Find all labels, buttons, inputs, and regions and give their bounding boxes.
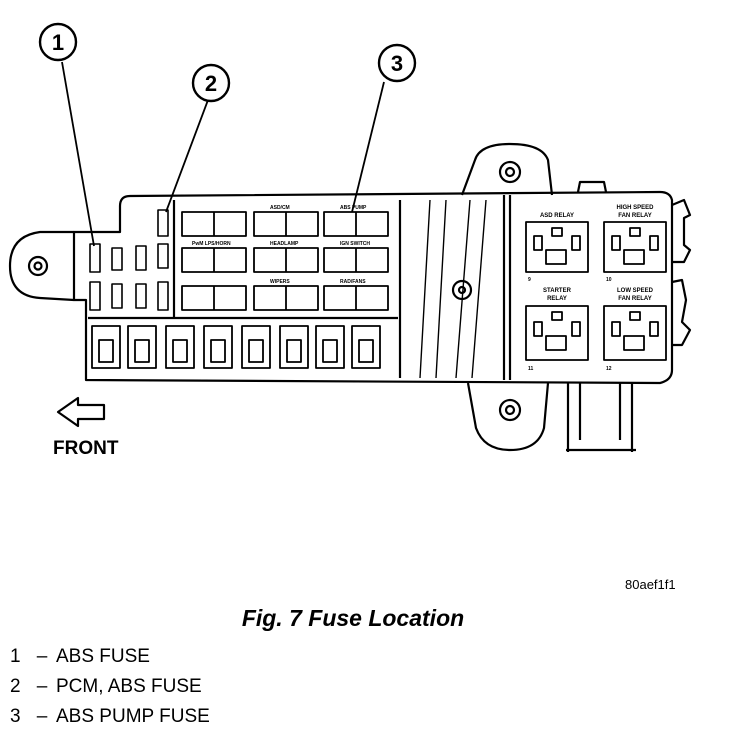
relay-11-label-line-2: RELAY	[547, 296, 567, 302]
bottom-cavities	[91, 325, 381, 369]
legend-dash: –	[36, 646, 48, 667]
maxi-fuse-row-2	[181, 247, 389, 273]
relay-11-number: 11	[528, 366, 534, 372]
callout-3-circle	[377, 43, 417, 83]
top-mounting-ear	[460, 142, 554, 196]
bottom-mounting-ear	[466, 382, 550, 452]
legend-item: 1–ABS FUSE	[10, 644, 210, 674]
relay-9-number: 9	[528, 277, 531, 283]
top-mount-hole	[498, 160, 522, 184]
figure-code: 80aef1f1	[625, 577, 676, 592]
maxi-fuse-row-1	[181, 211, 389, 237]
legend-item: 3–ABS PUMP FUSE	[10, 704, 210, 734]
fuse-box-diagram: 1 2 3 ASD/CM ABS PUMP PwM LPS/HORN HEADL…	[8, 22, 692, 459]
legend-number: 2	[10, 676, 21, 697]
fuse-label-rad-fans: RAD/FANS	[340, 279, 366, 285]
bottom-mount-hole	[498, 398, 522, 422]
callout-1-leader	[61, 61, 95, 247]
relay-12-number: 12	[606, 366, 612, 372]
left-mounting-ear	[8, 230, 75, 302]
legend-text: ABS PUMP FUSE	[56, 706, 210, 727]
legend-item: 2–PCM, ABS FUSE	[10, 674, 210, 704]
legend-number: 3	[10, 706, 21, 727]
legend-text: ABS FUSE	[56, 646, 150, 667]
figure-caption-text: Fig. 7 Fuse Location	[241, 605, 465, 631]
fuse-label-headlamp: HEADLAMP	[270, 241, 299, 247]
fuse-label-wipers: WIPERS	[270, 279, 290, 285]
fuse-label-asd-cm: ASD/CM	[270, 205, 290, 211]
legend-text: PCM, ABS FUSE	[56, 676, 202, 697]
callout-2-circle	[191, 63, 231, 103]
callout-2-leader	[165, 99, 209, 213]
fuse-label-ign-switch: IGN SWITCH	[340, 241, 370, 247]
front-label: FRONT	[53, 438, 119, 459]
callout-1-number: 1	[52, 30, 64, 55]
callout-3-number: 3	[391, 51, 403, 76]
legend: 1–ABS FUSE 2–PCM, ABS FUSE 3–ABS PUMP FU…	[10, 644, 210, 734]
relay-12-label-line-1: LOW SPEED	[617, 288, 654, 294]
relay-socket-asd	[525, 221, 589, 273]
relay-10-number: 10	[606, 277, 612, 283]
relay-socket-starter	[525, 305, 589, 361]
callout-2-number: 2	[205, 71, 217, 96]
relay-9-label: ASD RELAY	[540, 213, 574, 219]
relay-10-label-line-1: HIGH SPEED	[616, 205, 654, 211]
relay-10-label-line-2: FAN RELAY	[618, 213, 651, 219]
relay-socket-high-speed-fan	[603, 221, 667, 273]
maxi-fuse-row-3	[181, 285, 389, 311]
legend-number: 1	[10, 646, 21, 667]
front-arrow-icon	[56, 396, 106, 428]
callout-1-circle	[38, 22, 78, 62]
fuse-box-housing	[72, 190, 674, 385]
figure-caption: Fig. 7 Fuse Location	[0, 605, 736, 632]
legend-dash: –	[36, 706, 48, 727]
relay-12-label-line-2: FAN RELAY	[618, 296, 651, 302]
legend-dash: –	[36, 676, 48, 697]
fuse-label-pwm-lps-horn: PwM LPS/HORN	[192, 241, 231, 247]
left-mount-hole	[27, 255, 49, 277]
fuse-label-abs-pump: ABS PUMP	[340, 205, 367, 211]
callout-3-leader	[351, 81, 385, 213]
relay-socket-low-speed-fan	[603, 305, 667, 361]
relay-11-label-line-1: STARTER	[543, 288, 572, 294]
